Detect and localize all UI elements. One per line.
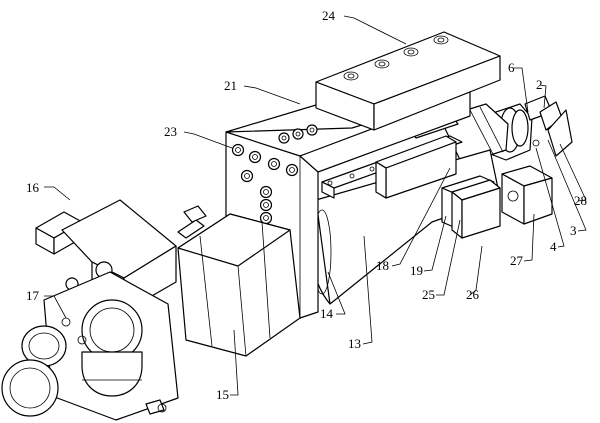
label-6: 6 bbox=[508, 60, 515, 75]
label-23: 23 bbox=[164, 124, 177, 139]
label-18: 18 bbox=[376, 258, 389, 273]
label-2: 2 bbox=[536, 77, 543, 92]
leader-lines bbox=[44, 15, 587, 396]
filter-regulator bbox=[1, 271, 179, 421]
label-14: 14 bbox=[320, 306, 334, 321]
label-27: 27 bbox=[510, 253, 524, 268]
label-16: 16 bbox=[26, 180, 40, 195]
label-4: 4 bbox=[550, 239, 557, 254]
label-19: 19 bbox=[410, 263, 423, 278]
label-21: 21 bbox=[224, 78, 237, 93]
label-3: 3 bbox=[570, 223, 577, 238]
label-13: 13 bbox=[348, 336, 361, 351]
switch-block bbox=[451, 179, 501, 239]
limit-block bbox=[501, 165, 553, 225]
air-cylinder bbox=[177, 205, 301, 357]
label-26: 26 bbox=[466, 287, 480, 302]
label-24: 24 bbox=[322, 8, 336, 23]
reference-labels: 24 21 23 16 17 15 13 14 18 19 25 26 27 4… bbox=[26, 8, 587, 402]
mounting-bar bbox=[315, 31, 501, 131]
label-28: 28 bbox=[574, 193, 587, 208]
label-25: 25 bbox=[422, 287, 435, 302]
label-17: 17 bbox=[26, 288, 40, 303]
label-15: 15 bbox=[216, 387, 229, 402]
